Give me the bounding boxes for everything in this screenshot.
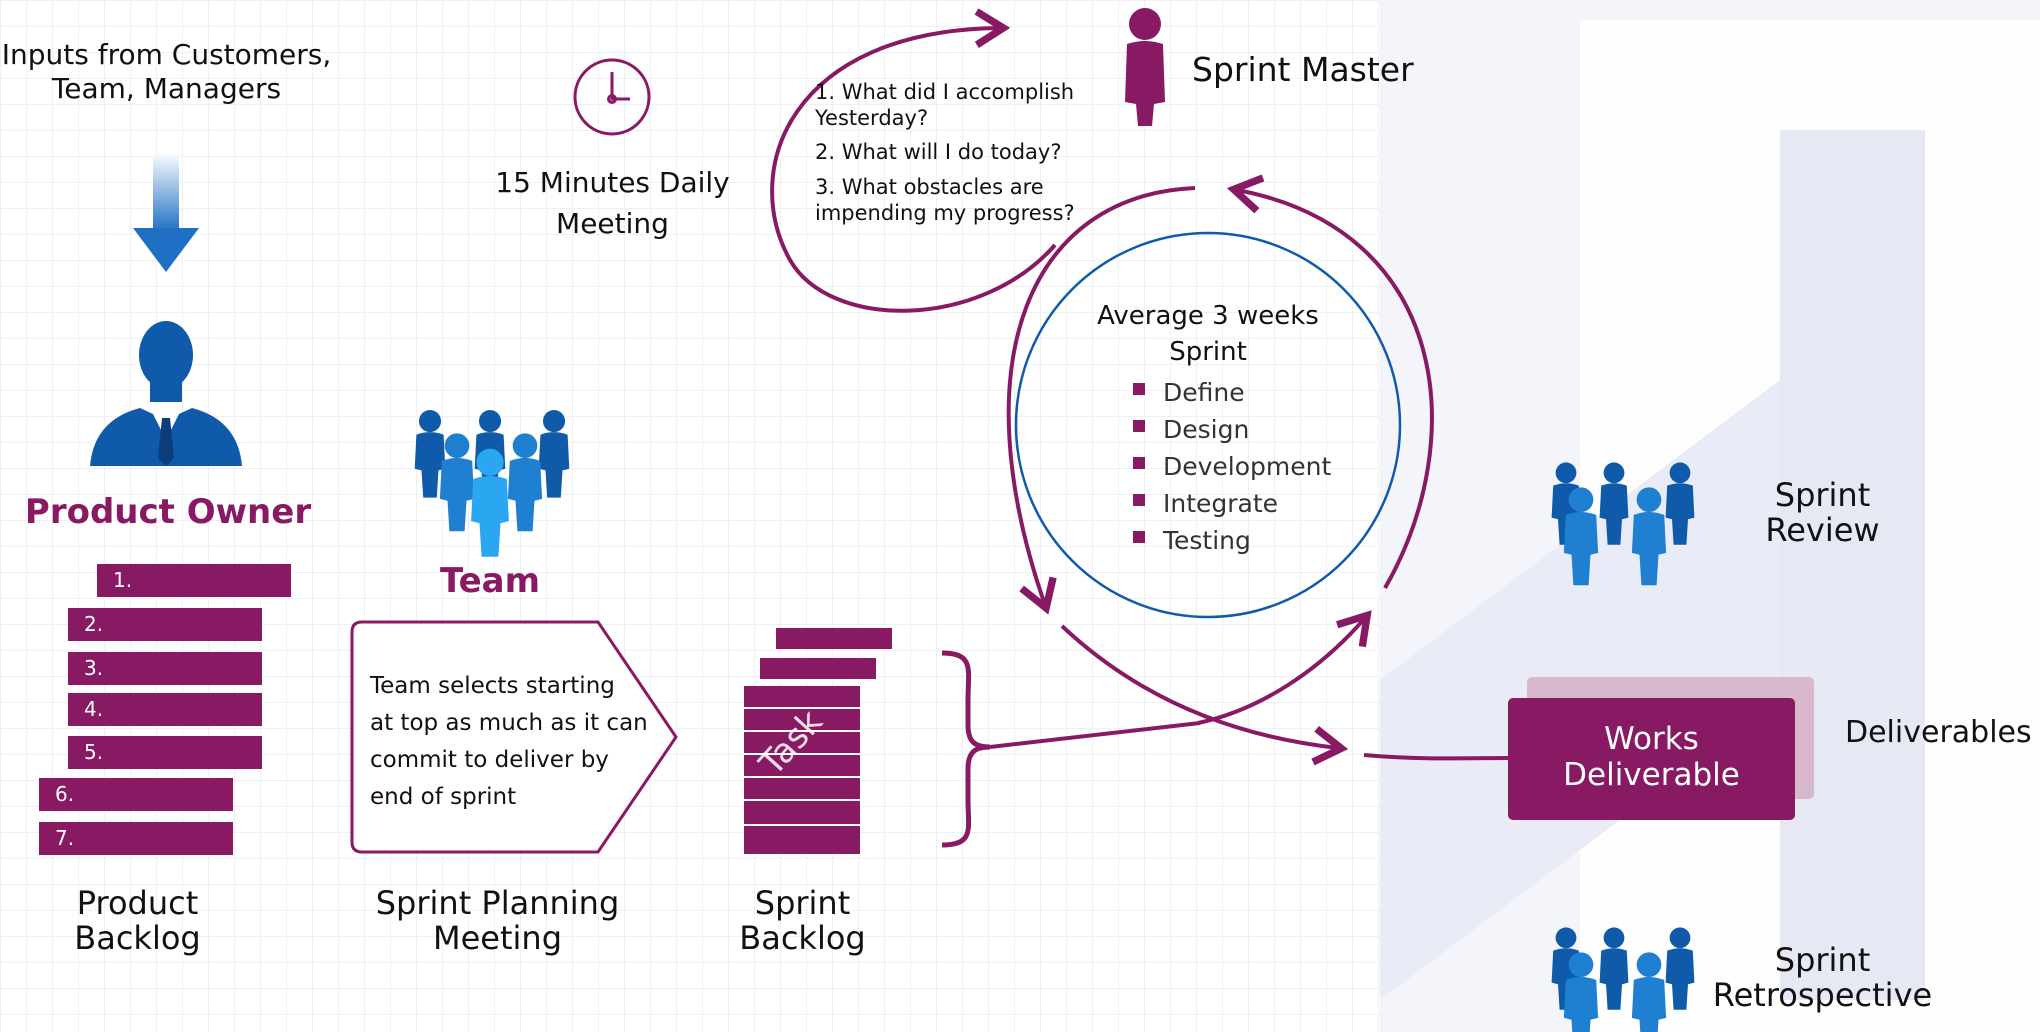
product-backlog-line-2: Backlog: [74, 919, 201, 958]
deliverable-box-label: Works Deliverable: [1508, 721, 1795, 793]
product-owner-icon: [90, 321, 242, 466]
product-owner-label: Product Owner: [24, 492, 312, 532]
sprint-master-label: Sprint Master: [1192, 50, 1414, 89]
clock-icon: [573, 58, 651, 136]
deliverable-line-2: Deliverable: [1563, 756, 1740, 793]
inputs-line-1: Inputs from Customers,: [1, 38, 332, 71]
sprint-master-icon: [1125, 8, 1165, 126]
sprint-backlog-line-1: Sprint: [754, 884, 851, 922]
backlog-item: 1.: [97, 564, 291, 597]
phase-testing: Testing: [1163, 526, 1251, 555]
phase-integrate: Integrate: [1163, 489, 1279, 518]
sprint-review-label: Sprint Review: [1740, 476, 1905, 550]
sprint-title-line-1: Average 3 weeks: [1097, 301, 1319, 331]
backlog-item: 4.: [68, 693, 262, 726]
retrospective-team-icon: [1551, 927, 1695, 1032]
backlog-item: 2.: [68, 608, 262, 641]
backlog-item: 3.: [68, 652, 262, 685]
planning-label-line-1: Sprint Planning: [375, 884, 620, 922]
retro-line-2: Retrospective: [1712, 976, 1933, 1015]
planning-label-line-2: Meeting: [432, 919, 562, 958]
daily-meeting-label: 15 Minutes Daily Meeting: [480, 163, 745, 244]
backlog-item: 5.: [68, 736, 262, 769]
planning-shape: [350, 620, 678, 854]
sprint-circle: [1014, 231, 1402, 619]
phase-bullets: [1133, 383, 1145, 543]
sprint-cycle-arc-bottom-out: [1060, 624, 1349, 766]
retro-line-1: Sprint: [1774, 941, 1871, 979]
review-team-icon: [1551, 462, 1695, 586]
planning-line-1: Team selects starting: [370, 673, 615, 699]
curly-bracket: [941, 650, 991, 848]
sprint-phase-list: Define Design Development Integrate Test…: [1163, 374, 1331, 559]
daily-line-1: 15 Minutes Daily: [495, 166, 730, 199]
planning-text: Team selects starting at top as much as …: [370, 668, 660, 816]
standup-questions: 1. What did I accomplish Yesterday? 2. W…: [815, 79, 1115, 226]
product-backlog-label: Product Backlog: [40, 884, 235, 958]
sprint-planning-label: Sprint Planning Meeting: [370, 884, 625, 958]
sprint-backlog-label: Sprint Backlog: [730, 884, 875, 958]
sprint-title-line-2: Sprint: [1169, 337, 1247, 368]
review-line-1: Sprint: [1774, 476, 1871, 514]
deliverables-label: Deliverables: [1845, 715, 2032, 750]
daily-loop-arrow: [770, 8, 1057, 313]
deliverable-box: [1508, 698, 1795, 820]
planning-line-2: at top as much as it can: [370, 710, 648, 736]
deliverable-connector: [1363, 753, 1513, 761]
bracket-link: [989, 721, 1201, 749]
question-1-cont: Yesterday?: [815, 106, 929, 131]
sprint-cycle-arc-bottom-in: [1197, 610, 1372, 725]
daily-line-2: Meeting: [556, 206, 669, 240]
product-backlog-line-1: Product: [76, 884, 199, 922]
phase-design: Design: [1163, 415, 1250, 444]
sprint-retrospective-label: Sprint Retrospective: [1700, 941, 1945, 1015]
inputs-label: Inputs from Customers, Team, Managers: [0, 38, 333, 105]
team-icon: [414, 410, 570, 557]
planning-line-3: commit to deliver by: [370, 747, 609, 773]
sprint-cycle-arc-left: [1006, 186, 1196, 615]
team-label: Team: [439, 561, 541, 601]
backlog-item: 7.: [39, 822, 233, 855]
backlog-item: 6.: [39, 778, 233, 811]
question-1: 1. What did I accomplish: [815, 80, 1075, 104]
deliverable-line-1: Works: [1604, 721, 1699, 757]
task-stack: [744, 628, 892, 854]
planning-line-4: end of sprint: [370, 784, 517, 810]
question-2: 2. What will I do today?: [815, 139, 1062, 164]
phase-define: Define: [1163, 378, 1245, 407]
phase-development: Development: [1163, 452, 1332, 481]
review-line-2: Review: [1765, 511, 1880, 550]
sprint-backlog-line-2: Backlog: [739, 919, 866, 958]
input-arrow: [133, 152, 199, 272]
sprint-title: Average 3 weeks Sprint: [1068, 298, 1348, 371]
question-3-cont: impending my progress?: [815, 201, 1075, 225]
question-3: 3. What obstacles are: [815, 174, 1044, 199]
sprint-cycle-arc-right: [1226, 174, 1434, 589]
inputs-line-2: Team, Managers: [51, 71, 282, 105]
